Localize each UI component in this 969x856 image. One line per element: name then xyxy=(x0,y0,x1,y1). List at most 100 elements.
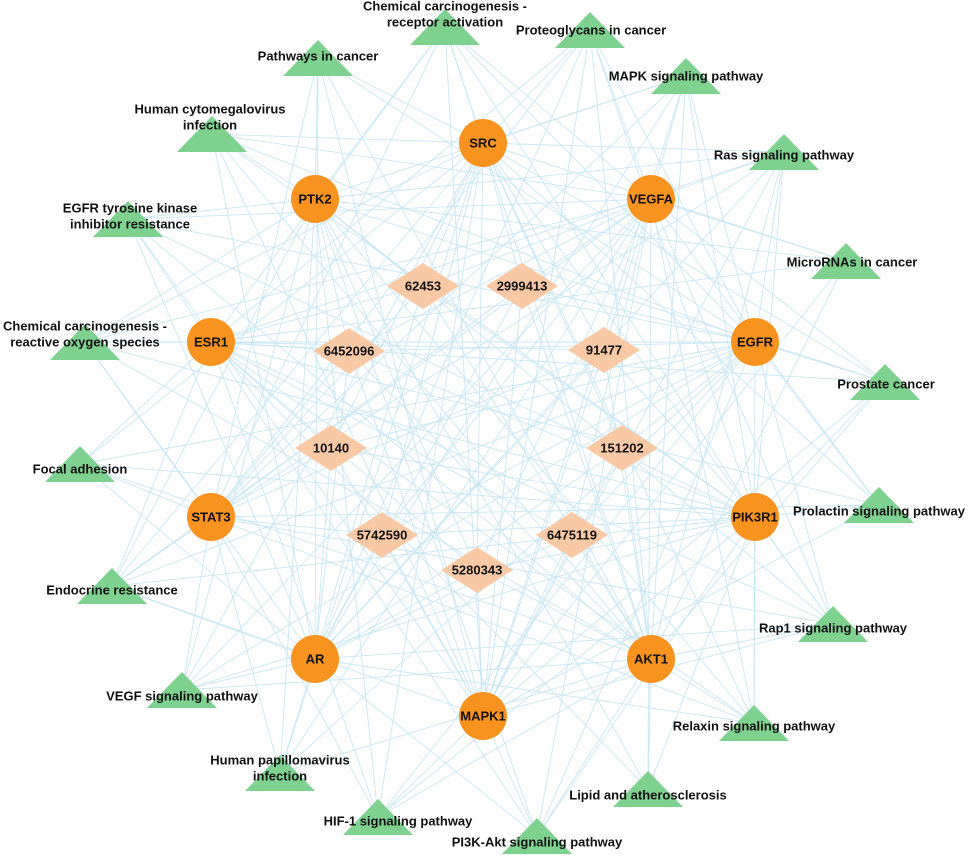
compound-target-edge xyxy=(482,534,573,717)
target-label-vegfa: VEGFA xyxy=(629,192,674,207)
pathway-label-hif1-line1: HIF-1 signaling pathway xyxy=(324,814,474,829)
pathway-node-hpv xyxy=(245,755,315,791)
pathway-target-edge xyxy=(482,29,591,144)
target-label-src: SRC xyxy=(469,136,497,151)
pathway-label-carcino_rec-line1: Chemical carcinogenesis - xyxy=(363,0,527,14)
compound-layer xyxy=(295,263,658,593)
pathway-target-edge xyxy=(444,26,652,200)
pathway-target-edge xyxy=(314,198,847,262)
pathway-target-edge xyxy=(589,29,756,518)
compound-target-edge xyxy=(422,142,484,287)
compound-node-5280343 xyxy=(441,547,513,593)
pathway-target-edge xyxy=(279,198,316,774)
target-node-pik3r1 xyxy=(731,493,779,541)
pathway-target-edge xyxy=(211,133,652,200)
pathway-target-edge xyxy=(210,29,591,518)
compound-target-edge xyxy=(521,285,756,343)
pathway-node-hif1 xyxy=(343,799,413,835)
pathway-target-edge xyxy=(314,75,687,660)
pathway-label-microrna-line1: MicroRNAs in cancer xyxy=(787,255,918,270)
pathway-node-carcino_rec xyxy=(410,9,480,45)
pathway-label-egfr_tki-line2: inhibitor resistance xyxy=(70,217,190,232)
pathway-target-edge xyxy=(754,381,886,518)
pathway-target-edge xyxy=(111,198,316,587)
pathway-label-egfr_tki-line1: EGFR tyrosine kinase xyxy=(63,201,197,216)
pathway-label-hcmv-line2: infection xyxy=(183,118,237,133)
compound-node-5742590 xyxy=(346,512,418,558)
pathway-target-edge xyxy=(127,198,652,220)
pathway-target-edge xyxy=(314,658,538,837)
edge-layer xyxy=(79,26,886,837)
pathway-target-edge xyxy=(685,75,756,518)
compound-target-edge xyxy=(210,341,605,351)
pathway-target-edge xyxy=(210,516,834,625)
pathway-label-lipid-line1: Lipid and atherosclerosis xyxy=(569,788,727,803)
compound-node-10140 xyxy=(295,425,367,471)
compound-target-edge xyxy=(210,285,424,518)
pathway-target-edge xyxy=(650,623,834,660)
compound-target-edge xyxy=(476,569,652,660)
compound-target-edge xyxy=(348,341,756,352)
compound-target-edge xyxy=(210,350,350,518)
compound-target-edge xyxy=(210,285,424,343)
pathway-target-edge xyxy=(79,341,212,465)
pathway-target-edge xyxy=(377,715,484,818)
pathway-label-pi3k-line1: PI3K-Akt signaling pathway xyxy=(452,835,623,850)
pathway-target-edge xyxy=(536,658,652,837)
target-label-stat3: STAT3 xyxy=(191,510,230,525)
pathway-target-edge xyxy=(314,151,785,200)
compound-node-2999413 xyxy=(486,263,558,309)
pathway-target-edge xyxy=(317,57,484,717)
pathway-node-ras xyxy=(749,134,819,170)
target-label-pik3r1: PIK3R1 xyxy=(732,510,778,525)
compound-target-edge xyxy=(621,447,652,660)
target-node-egfr xyxy=(731,318,779,366)
pathway-node-hcmv xyxy=(177,116,247,152)
target-node-esr1 xyxy=(187,318,235,366)
pathway-target-edge xyxy=(210,341,880,506)
pathway-label-cancer-line1: Pathways in cancer xyxy=(258,49,379,64)
pathway-target-edge xyxy=(127,198,316,220)
pathway-target-edge xyxy=(314,198,834,625)
compound-target-edge xyxy=(348,350,756,518)
compound-target-edge xyxy=(348,350,652,660)
compound-target-edge xyxy=(210,285,523,518)
pathway-target-edge xyxy=(210,151,785,343)
target-node-stat3 xyxy=(187,493,235,541)
compound-target-edge xyxy=(603,349,756,518)
target-node-ar xyxy=(291,635,339,683)
pathway-label-ras-line1: Ras signaling pathway xyxy=(714,148,855,163)
target-layer xyxy=(187,119,779,740)
pathway-target-edge xyxy=(210,516,281,774)
compound-target-edge xyxy=(381,341,756,536)
compound-target-edge xyxy=(314,447,332,660)
target-node-ptk2 xyxy=(291,175,339,223)
compound-label-2999413: 2999413 xyxy=(497,279,548,294)
pathway-node-prostate xyxy=(850,364,920,400)
pathway-target-edge xyxy=(650,151,785,660)
pathway-target-edge xyxy=(314,151,785,660)
pathway-target-edge xyxy=(210,341,538,837)
pathway-label-hcmv-line1: Human cytomegalovirus xyxy=(135,102,286,117)
compound-label-6452096: 6452096 xyxy=(324,344,375,359)
pathway-target-edge xyxy=(210,57,319,518)
pathway-target-edge xyxy=(647,516,756,790)
pathway-layer xyxy=(45,9,920,854)
compound-target-edge xyxy=(348,198,652,352)
pathway-target-edge xyxy=(210,75,687,518)
compound-target-edge xyxy=(482,447,623,717)
pathway-node-lipid xyxy=(613,771,683,807)
target-label-ptk2: PTK2 xyxy=(298,192,331,207)
compound-target-edge xyxy=(422,198,652,287)
compound-label-5742590: 5742590 xyxy=(357,528,408,543)
compound-target-edge xyxy=(476,569,484,717)
pathway-node-pi3k xyxy=(502,818,572,854)
pathway-target-edge xyxy=(377,142,484,818)
compound-target-edge xyxy=(381,198,652,536)
target-label-ar: AR xyxy=(306,652,325,667)
pathway-target-edge xyxy=(482,381,886,717)
pathway-target-edge xyxy=(111,142,484,587)
compound-target-edge xyxy=(603,198,652,351)
